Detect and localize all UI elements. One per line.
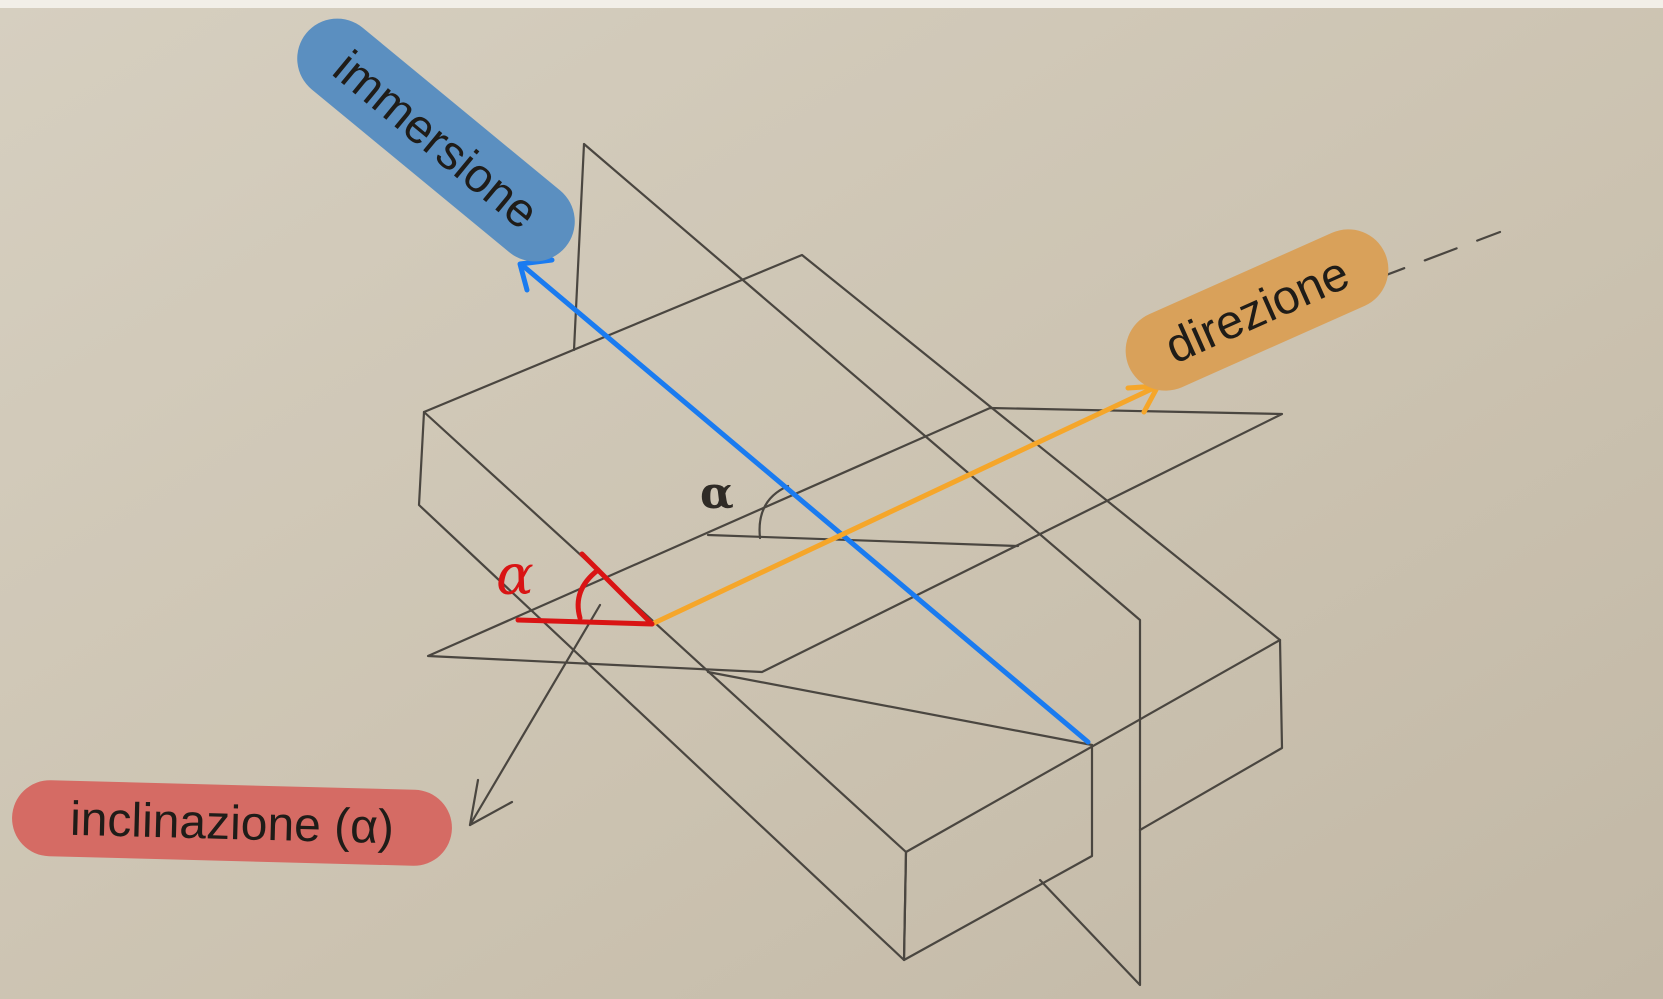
dip-arrow-line xyxy=(468,603,602,827)
vertical-plane-outline xyxy=(572,142,1142,987)
top-margin-strip xyxy=(0,0,1663,8)
handwritten-alpha: α xyxy=(496,543,534,608)
handwritten-angle-lines xyxy=(515,551,655,627)
block-inner-edge xyxy=(706,670,1094,747)
direzione-highlight xyxy=(1125,229,1389,391)
strike-arrow-line xyxy=(649,383,1161,627)
block-side-face xyxy=(902,743,1094,962)
printed-alpha: α xyxy=(700,468,734,519)
inclined-plane-outline xyxy=(426,406,1284,674)
block-right-edge xyxy=(1138,638,1284,832)
handwritten-angle-arc xyxy=(575,567,601,621)
inclinazione-highlight xyxy=(12,780,452,866)
immersione-highlight xyxy=(297,18,575,262)
inclinazione-label: inclinazione (α) xyxy=(12,780,452,866)
inclinazione-text: inclinazione (α) xyxy=(69,793,394,854)
dip-arrow-head xyxy=(468,778,514,827)
dip-direction-arrow-head xyxy=(517,257,555,293)
printed-angle-arc xyxy=(758,484,790,540)
dip-direction-arrow-line xyxy=(519,262,1091,745)
